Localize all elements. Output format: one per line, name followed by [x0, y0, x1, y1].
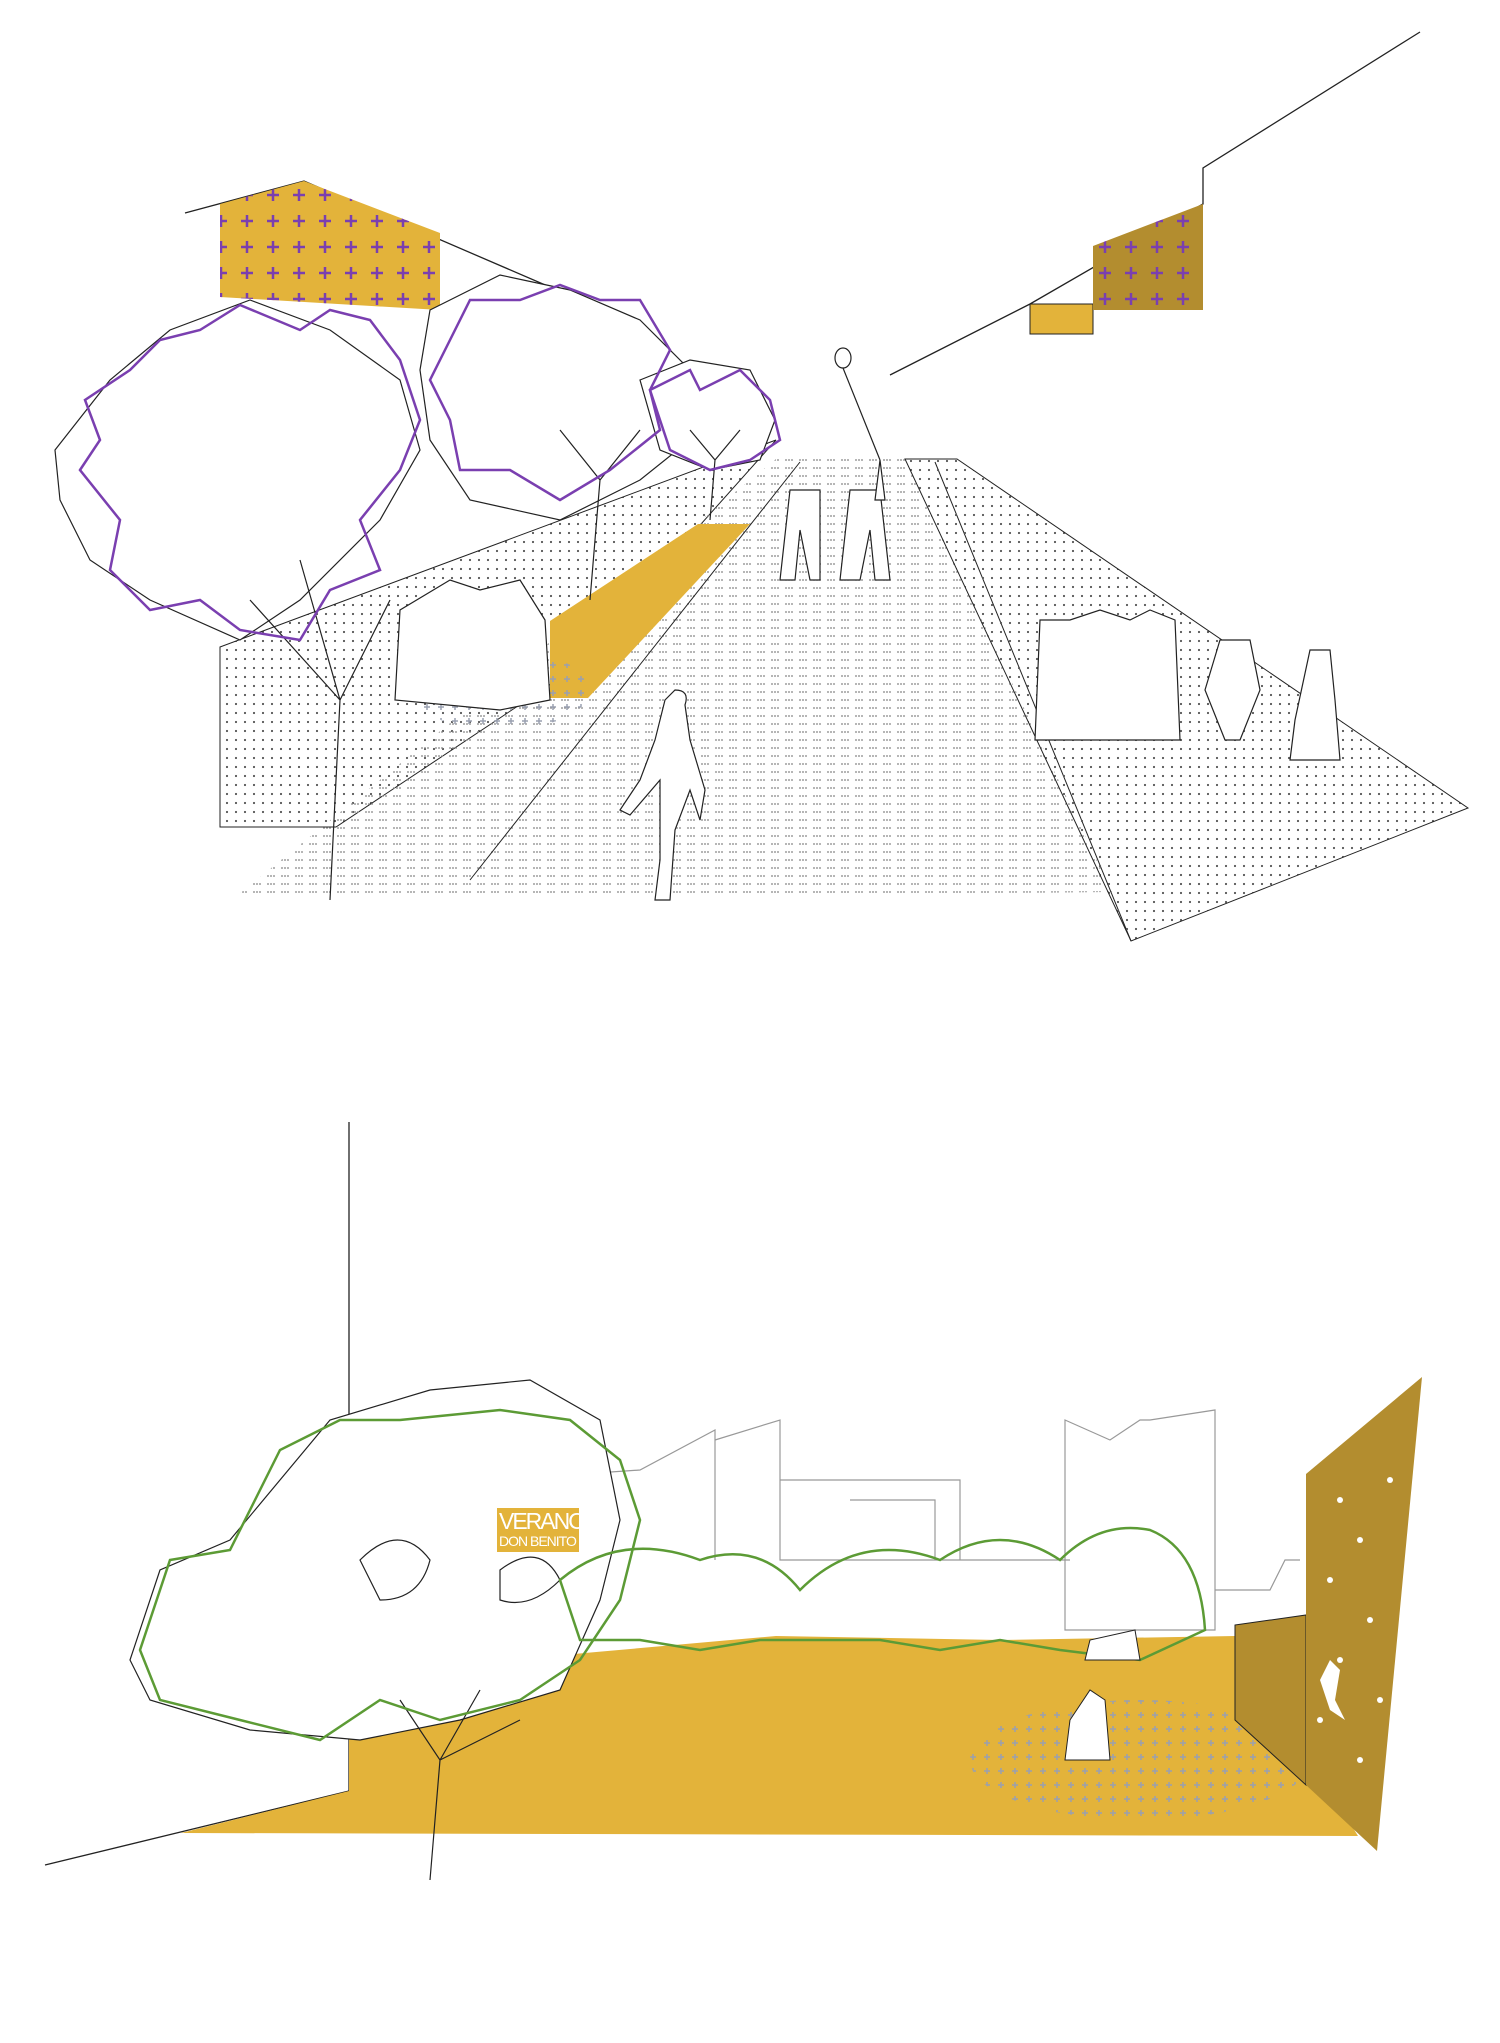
building-outline-right: [889, 31, 1421, 376]
yellow-facade-left-pattern: [220, 181, 440, 310]
seated-group: [394, 579, 551, 711]
climbing-wall: [1306, 1377, 1422, 1851]
yellow-strip: [550, 524, 750, 698]
sign-line-2: DON BENITO: [499, 1533, 577, 1549]
right-plaza-dotted: [904, 458, 1470, 942]
guitarist: [1204, 639, 1261, 741]
group-standing: [1034, 609, 1181, 741]
tree-canopy-green: [138, 1408, 1207, 1742]
top-street-scene: [54, 31, 1470, 942]
ground-edge-line: [44, 1790, 350, 1866]
veranos-don-benito-sign: VERANOS DON BENITO: [497, 1508, 579, 1552]
child-with-kite: [874, 459, 886, 501]
street-hatched: [233, 459, 1112, 899]
bottom-plaza-scene: [44, 1122, 1422, 1881]
cellist: [1289, 649, 1341, 761]
climbing-holds: [1317, 1477, 1393, 1763]
sign-line-1: VERANOS: [499, 1508, 579, 1534]
people-bottom: [1064, 1629, 1141, 1761]
tree-group-bottom: [129, 1379, 621, 1881]
walking-person: [619, 689, 706, 901]
gold-facade-right-pattern: [1093, 204, 1203, 310]
grey-cross-patch: [970, 1700, 1310, 1820]
kite: [834, 347, 852, 369]
yellow-band-right: [1029, 303, 1094, 335]
couple-walking: [779, 489, 891, 581]
street-edge: [469, 461, 801, 881]
tree-canopy-purple: [78, 283, 782, 642]
climber-silhouette: [1320, 1660, 1345, 1720]
people-silhouettes-top: [394, 347, 1341, 901]
